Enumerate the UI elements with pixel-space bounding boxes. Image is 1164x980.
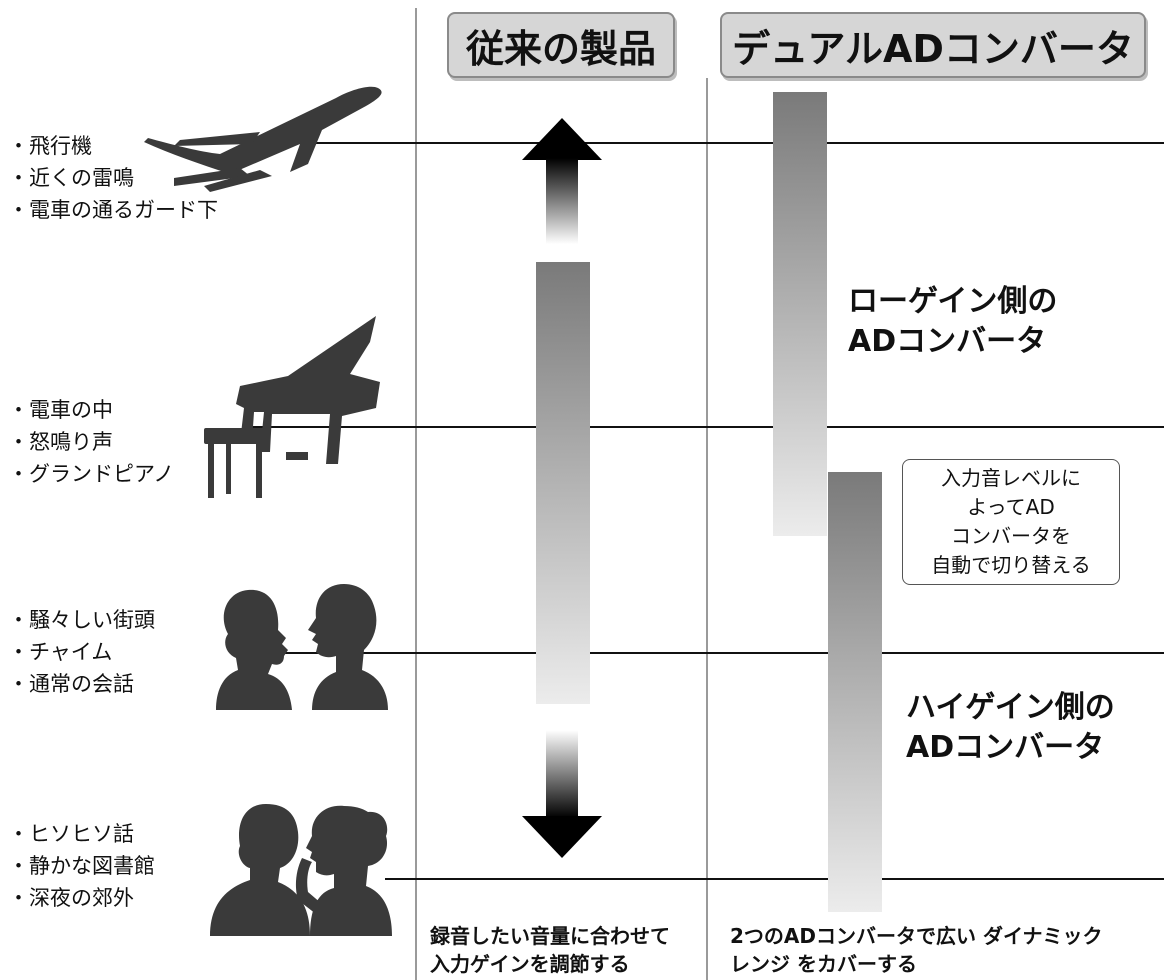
high-gain-ad-bar [828,472,882,912]
grand-piano-icon [204,316,380,498]
column-divider-conventional [415,8,417,980]
level-line-2 [250,426,1164,428]
conventional-gain-bar [536,262,590,704]
example-item: 電車の通るガード下 [8,194,218,226]
example-item: 近くの雷鳴 [8,162,218,194]
up-arrow-icon [522,118,602,244]
example-item: 飛行機 [8,130,218,162]
caption-conventional: 録音したい音量に合わせて 入力ゲインを調節する [430,924,670,976]
example-item: グランドピアノ [8,458,174,490]
level-line-4 [385,878,1164,880]
auto-switch-note: 入力音レベルに よってAD コンバータを 自動で切り替える [902,459,1120,585]
example-item: 電車の中 [8,394,174,426]
example-item: 通常の会話 [8,668,155,700]
example-item: 深夜の郊外 [8,882,155,914]
header-dual-ad: デュアルADコンバータ [720,12,1146,78]
examples-level-2: 電車の中 怒鳴り声 グランドピアノ [8,394,174,490]
caption-dual: 2つのADコンバータで広い ダイナミック レンジ をカバーする [730,924,1103,976]
level-line-1 [300,142,1164,144]
examples-level-1: 飛行機 近くの雷鳴 電車の通るガード下 [8,130,218,226]
level-line-3 [272,652,1164,654]
example-item: 静かな図書館 [8,850,155,882]
low-gain-label: ローゲイン側の ADコンバータ [848,284,1058,359]
down-arrow-icon [522,730,602,858]
conversation-icon [216,584,388,710]
column-divider-dual [706,78,708,980]
airplane-icon [144,86,382,192]
whisper-icon [210,804,392,936]
example-item: チャイム [8,636,155,668]
header-conventional: 従来の製品 [447,12,675,78]
example-item: 騒々しい街頭 [8,604,155,636]
example-item: 怒鳴り声 [8,426,174,458]
examples-level-4: ヒソヒソ話 静かな図書館 深夜の郊外 [8,818,155,914]
low-gain-ad-bar [773,92,827,536]
high-gain-label: ハイゲイン側の ADコンバータ [906,690,1115,765]
examples-level-3: 騒々しい街頭 チャイム 通常の会話 [8,604,155,700]
example-item: ヒソヒソ話 [8,818,155,850]
